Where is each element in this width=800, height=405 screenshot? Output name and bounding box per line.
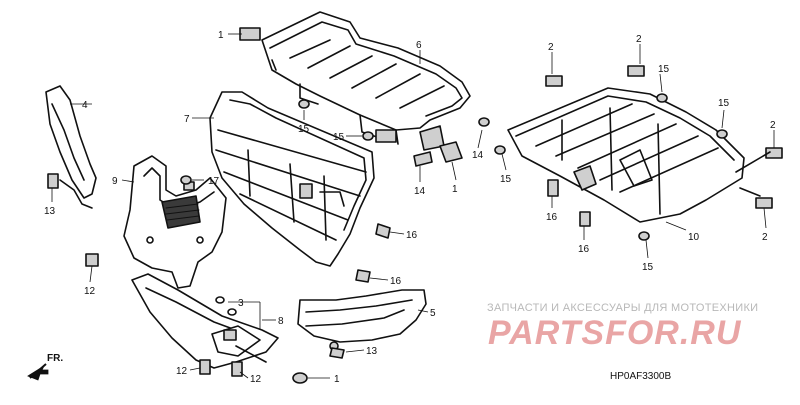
callout-label[interactable]: 17 <box>208 176 220 187</box>
leader-lines <box>51 33 775 379</box>
callout-label[interactable]: 16 <box>546 212 558 223</box>
callout-label[interactable]: 2 <box>636 34 642 45</box>
nut-icon <box>180 175 192 185</box>
front-carrier-part-7 <box>209 91 397 267</box>
nut-icon <box>638 231 650 241</box>
callout-label[interactable]: 2 <box>770 120 776 131</box>
callout-label[interactable]: 12 <box>176 366 188 377</box>
callout-label[interactable]: 16 <box>390 276 402 287</box>
bolt-icon <box>231 361 243 377</box>
callout-label[interactable]: 15 <box>333 132 345 143</box>
bolt-icon <box>375 223 391 239</box>
callout-label[interactable]: 12 <box>250 374 262 385</box>
callout-label[interactable]: 16 <box>406 230 418 241</box>
callout-label[interactable]: 13 <box>44 206 56 217</box>
bolt-icon <box>85 253 99 267</box>
callout-label[interactable]: 1 <box>452 184 458 195</box>
watermark-tagline: ЗАПЧАСТИ И АКСЕССУАРЫ ДЛЯ МОТОТЕХНИКИ <box>487 302 759 314</box>
nut-icon <box>494 145 506 155</box>
nut-icon <box>292 372 308 384</box>
callout-label[interactable]: 16 <box>578 244 590 255</box>
diagram-code: HP0AF3300B <box>610 371 672 382</box>
callout-label[interactable]: 15 <box>658 64 670 75</box>
rear-carrier-part-6 <box>239 11 471 151</box>
bolt-icon <box>329 347 345 359</box>
nut-icon <box>478 117 490 127</box>
bolt-icon <box>579 211 591 227</box>
callout-label[interactable]: 2 <box>762 232 768 243</box>
washer-icon <box>227 308 237 316</box>
callout-label[interactable]: 15 <box>500 174 512 185</box>
nut-icon <box>716 129 728 139</box>
callout-label[interactable]: 15 <box>642 262 654 273</box>
callout-label[interactable]: 1 <box>334 374 340 385</box>
bolt-icon <box>355 269 371 283</box>
rear-rack-part-10 <box>507 65 783 223</box>
watermark-logo: PARTSFOR.RU <box>488 314 742 352</box>
callout-label[interactable]: 2 <box>548 42 554 53</box>
callout-label[interactable]: 7 <box>184 114 190 125</box>
callout-label[interactable]: 4 <box>82 100 88 111</box>
nut-icon <box>362 131 374 141</box>
fasteners <box>85 93 728 384</box>
bolt-icon <box>413 151 433 167</box>
side-cover-part-5 <box>297 289 427 351</box>
skid-plate-part-8 <box>131 273 279 369</box>
callout-label[interactable]: 13 <box>366 346 378 357</box>
nut-icon <box>298 99 310 109</box>
front-direction-arrow-icon <box>27 363 49 381</box>
nut-icon <box>656 93 668 103</box>
side-guard-part-4 <box>45 85 97 209</box>
bolt-icon <box>547 179 559 197</box>
callout-label[interactable]: 15 <box>298 124 310 135</box>
callout-label[interactable]: 8 <box>278 316 284 327</box>
direction-label: FR. <box>47 353 64 364</box>
front-panel-part-9 <box>123 155 227 289</box>
bolt-icon <box>199 359 211 375</box>
washer-icon <box>215 296 225 304</box>
callout-label[interactable]: 15 <box>718 98 730 109</box>
callout-label[interactable]: 3 <box>238 298 244 309</box>
callout-label[interactable]: 10 <box>688 232 700 243</box>
callout-label[interactable]: 9 <box>112 176 118 187</box>
callout-label[interactable]: 12 <box>84 286 96 297</box>
callout-label[interactable]: 1 <box>218 30 224 41</box>
callout-label[interactable]: 14 <box>414 186 426 197</box>
callout-label[interactable]: 5 <box>430 308 436 319</box>
callouts: 1 6 4 7 15 15 14 14 1 9 17 13 16 16 12 3… <box>44 30 776 385</box>
callout-label[interactable]: 14 <box>472 150 484 161</box>
bracket-icon <box>439 141 463 163</box>
callout-label[interactable]: 6 <box>416 40 422 51</box>
